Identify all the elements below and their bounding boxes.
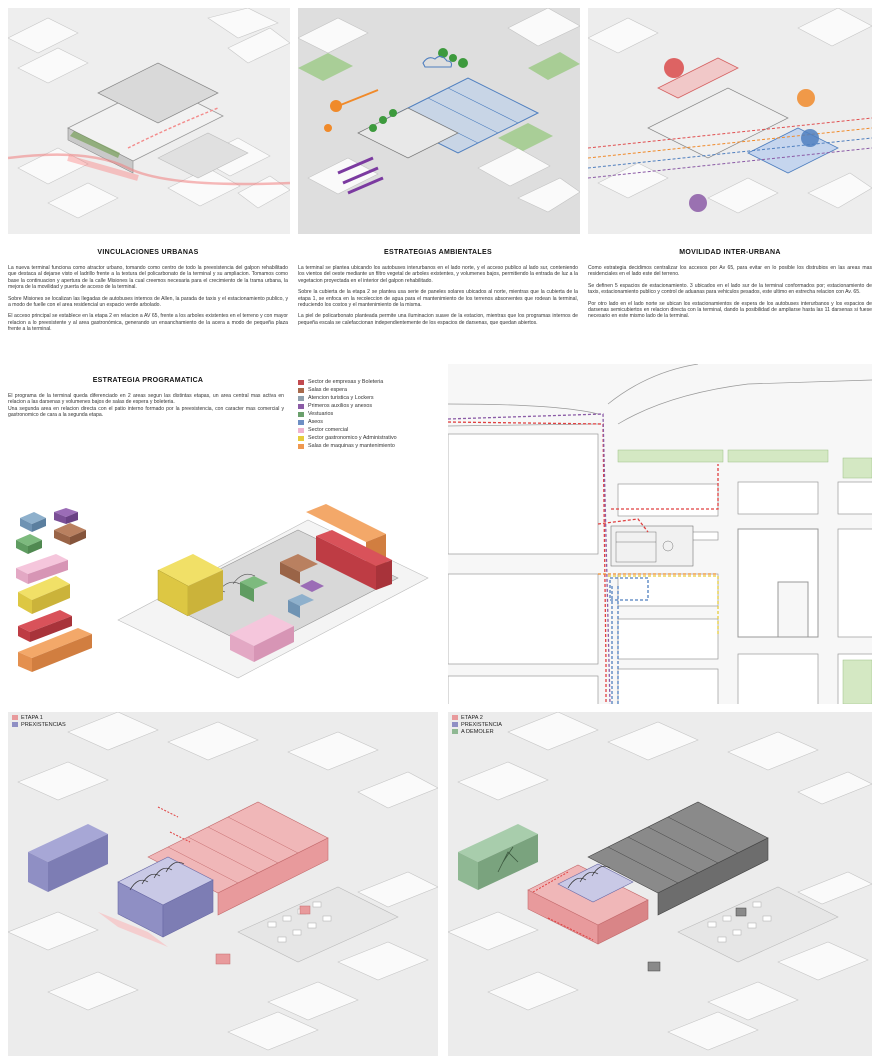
environment-title: ESTRATEGIAS AMBIENTALES <box>384 249 492 256</box>
program-title: ESTRATEGIA PROGRAMATICA <box>92 377 204 384</box>
urban-links-text: La nueva terminal funciona como atractor… <box>8 265 288 338</box>
legend-item: Sector comercial <box>298 426 397 434</box>
legend-swatch <box>298 387 304 393</box>
stage-2-legend: ETAPA 2 PREXISTENCIA A DEMOLER <box>452 714 502 735</box>
environment-paragraph: Sobre la cubierta de la etapa 2 se plant… <box>298 289 578 309</box>
legend-label: Atencion turistica y Lockers <box>308 395 374 401</box>
legend-item: Salas de espera <box>298 386 397 394</box>
legend-swatch <box>298 379 304 385</box>
legend-label: Aseos <box>308 419 323 425</box>
mobility-text: Como estrategia decidimos centralizar lo… <box>588 265 872 325</box>
stage-legend-label: ETAPA 1 <box>21 714 43 721</box>
stage-legend-swatch <box>12 722 18 727</box>
legend-item: Sector de empresas y Boleteria <box>298 378 397 386</box>
stage-1-axonometric <box>8 712 438 1056</box>
environment-paragraph: La terminal se plantea ubicando los auto… <box>298 265 578 284</box>
stage-legend-item: PREXISTENCIA <box>452 721 502 728</box>
legend-label: Sector gastronomico y Administrativo <box>308 435 397 441</box>
legend-label: Salas de maquinas y mantenimiento <box>308 443 395 449</box>
legend-item: Atencion turistica y Lockers <box>298 394 397 402</box>
urban-links-axonometric <box>8 8 290 234</box>
legend-label: Primeros auxilios y anexos <box>308 403 373 409</box>
program-legend: Sector de empresas y Boleteria Salas de … <box>298 378 397 450</box>
legend-item: Salas de maquinas y mantenimiento <box>298 442 397 450</box>
legend-swatch <box>298 427 304 433</box>
legend-swatch <box>298 419 304 425</box>
stage-legend-label: ETAPA 2 <box>461 714 483 721</box>
stage-legend-item: ETAPA 1 <box>12 714 66 721</box>
mobility-site-plan <box>448 364 872 704</box>
legend-item: Sector gastronomico y Administrativo <box>298 434 397 442</box>
legend-item: Vestuarios <box>298 410 397 418</box>
urban-links-paragraph: Sobre Misiones se localizan las llegadas… <box>8 295 288 309</box>
urban-links-title: VINCULACIONES URBANAS <box>97 249 199 256</box>
environment-text: La terminal se plantea ubicando los auto… <box>298 265 578 331</box>
stage-2-axonometric <box>448 712 872 1056</box>
program-paragraph: Una segunda area en relacion directa con… <box>8 405 284 419</box>
stage-legend-swatch <box>452 729 458 734</box>
stage-legend-item: PREXISTENCIAS <box>12 721 66 728</box>
legend-item: Primeros auxilios y anexos <box>298 402 397 410</box>
program-text: El programa de la terminal queda diferen… <box>8 393 284 424</box>
stage-legend-swatch <box>452 715 458 720</box>
stage-legend-item: A DEMOLER <box>452 728 502 735</box>
environment-paragraph: La piel de policarbonato planteada permi… <box>298 313 578 326</box>
legend-label: Vestuarios <box>308 411 334 417</box>
stage-legend-item: ETAPA 2 <box>452 714 502 721</box>
stage-legend-swatch <box>12 715 18 720</box>
urban-links-paragraph: El acceso principal se establece en la e… <box>8 313 288 333</box>
legend-label: Sector comercial <box>308 427 349 433</box>
mobility-paragraph: Se definen 5 espacios de estacionamiento… <box>588 282 872 296</box>
legend-swatch <box>298 403 304 409</box>
legend-label: Sector de empresas y Boleteria <box>308 379 384 385</box>
legend-label: Salas de espera <box>308 387 347 393</box>
mobility-paragraph: Como estrategia decidimos centralizar lo… <box>588 265 872 278</box>
mobility-axonometric <box>588 8 872 234</box>
mobility-title: MOVILIDAD INTER-URBANA <box>679 249 781 256</box>
stage-1-legend: ETAPA 1 PREXISTENCIAS <box>12 714 66 728</box>
mobility-paragraph: Por otro lado en el lado norte se ubican… <box>588 300 872 320</box>
stage-legend-label: PREXISTENCIAS <box>21 721 66 728</box>
legend-item: Aseos <box>298 418 397 426</box>
environment-axonometric <box>298 8 580 234</box>
program-paragraph: El programa de la terminal queda diferen… <box>8 393 284 406</box>
urban-links-paragraph: La nueva terminal funciona como atractor… <box>8 265 288 291</box>
stage-legend-label: PREXISTENCIA <box>461 721 503 728</box>
stage-legend-swatch <box>452 722 458 727</box>
legend-swatch <box>298 443 304 449</box>
legend-swatch <box>298 395 304 401</box>
legend-swatch <box>298 435 304 441</box>
stage-legend-label: A DEMOLER <box>461 728 494 735</box>
program-axonometric <box>8 490 438 690</box>
legend-swatch <box>298 411 304 417</box>
